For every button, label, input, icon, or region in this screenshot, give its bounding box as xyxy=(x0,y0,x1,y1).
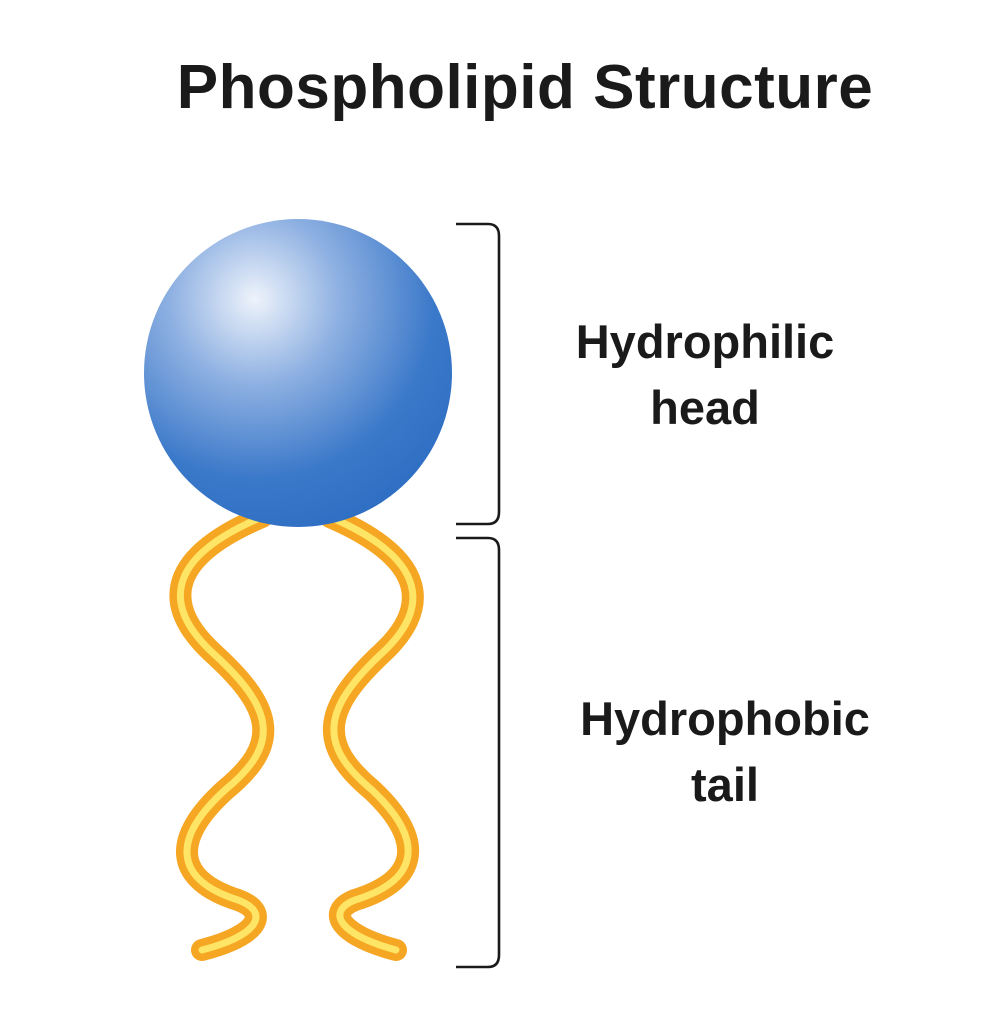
fatty-acid-tails xyxy=(169,506,424,961)
tail-bracket xyxy=(456,536,501,969)
tail-left xyxy=(169,506,275,961)
head-label-line2: head xyxy=(650,381,760,434)
hydrophilic-head-label: Hydrophilic head xyxy=(540,309,870,441)
diagram-title: Phospholipid Structure xyxy=(176,53,874,122)
tail-label-line1: Hydrophobic xyxy=(580,692,870,745)
phosphate-head xyxy=(144,219,452,527)
hydrophobic-tail-label: Hydrophobic tail xyxy=(540,686,910,818)
head-label-line1: Hydrophilic xyxy=(575,315,835,368)
head-bracket xyxy=(456,222,501,526)
tail-label-line2: tail xyxy=(691,758,759,811)
tail-right xyxy=(319,506,424,961)
